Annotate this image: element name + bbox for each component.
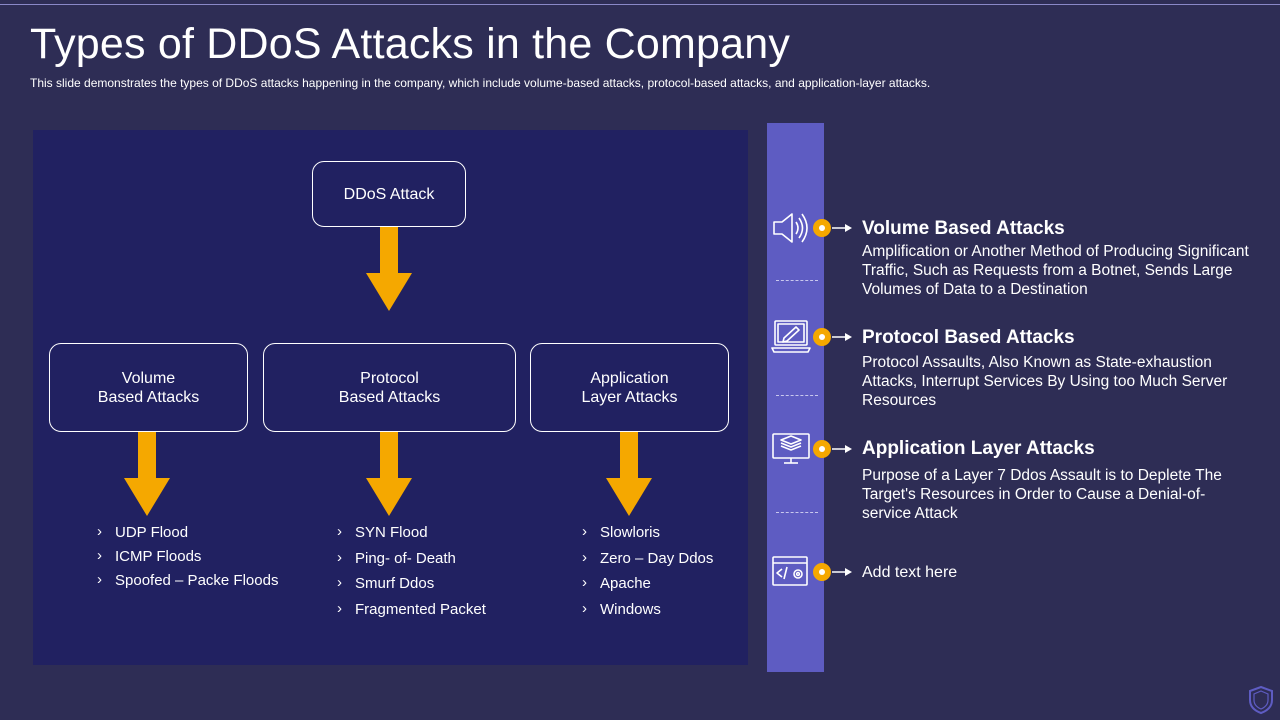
code-settings-icon (772, 556, 808, 586)
branch-node-label: Application Layer Attacks (581, 369, 678, 406)
application-attack-list: Slowloris Zero – Day Ddos Apache Windows (582, 523, 713, 627)
list-item: ICMP Floods (97, 547, 278, 572)
list-item: Windows (582, 600, 713, 627)
arrow-right-icon (832, 568, 852, 576)
list-item: Zero – Day Ddos (582, 549, 713, 576)
legend-description: Purpose of a Layer 7 Ddos Assault is to … (862, 467, 1222, 522)
bullet-dot (813, 440, 831, 458)
list-item: Smurf Ddos (337, 574, 486, 601)
application-down-arrow (606, 432, 652, 516)
root-node-label: DDoS Attack (343, 185, 435, 203)
branch-node-protocol: Protocol Based Attacks (263, 343, 516, 432)
branch-node-label: Volume Based Attacks (97, 369, 200, 406)
list-item: SYN Flood (337, 523, 486, 550)
legend-description: Amplification or Another Method of Produ… (862, 243, 1249, 298)
legend-placeholder-text: Add text here (862, 564, 958, 581)
legend-title: Volume Based Attacks (862, 218, 1065, 239)
bullet-dot (813, 328, 831, 346)
legend-description: Protocol Assaults, Also Known as State-e… (862, 354, 1228, 409)
arrow-right-icon (832, 224, 852, 232)
branch-node-label: Protocol Based Attacks (338, 369, 441, 406)
top-divider (0, 4, 1280, 5)
branch-node-volume: Volume Based Attacks (49, 343, 248, 432)
protocol-attack-list: SYN Flood Ping- of- Death Smurf Ddos Fra… (337, 523, 486, 627)
separator (776, 395, 818, 396)
branch-node-application: Application Layer Attacks (530, 343, 729, 432)
list-item: Apache (582, 574, 713, 601)
shield-icon (1249, 685, 1273, 715)
legend-bar (767, 123, 824, 672)
separator (776, 512, 818, 513)
bullet-dot (813, 563, 831, 581)
protocol-down-arrow (366, 432, 412, 516)
speaker-icon (773, 213, 808, 243)
laptop-edit-icon (771, 320, 811, 353)
legend-title: Application Layer Attacks (862, 438, 1095, 459)
volume-attack-list: UDP Flood ICMP Floods Spoofed – Packe Fl… (97, 523, 278, 596)
arrow-right-icon (832, 445, 852, 453)
separator (776, 280, 818, 281)
root-down-arrow (366, 227, 412, 311)
slide-title: Types of DDoS Attacks in the Company (30, 20, 791, 68)
arrow-right-icon (832, 333, 852, 341)
slide-subtitle: This slide demonstrates the types of DDo… (30, 76, 931, 90)
list-item: Spoofed – Packe Floods (97, 571, 278, 596)
bullet-dot (813, 219, 831, 237)
list-item: UDP Flood (97, 523, 278, 548)
layers-monitor-icon (772, 433, 810, 464)
list-item: Fragmented Packet (337, 600, 486, 627)
root-node: DDoS Attack (312, 161, 466, 227)
list-item: Slowloris (582, 523, 713, 550)
list-item: Ping- of- Death (337, 549, 486, 576)
legend-title: Protocol Based Attacks (862, 327, 1075, 348)
volume-down-arrow (124, 432, 170, 516)
